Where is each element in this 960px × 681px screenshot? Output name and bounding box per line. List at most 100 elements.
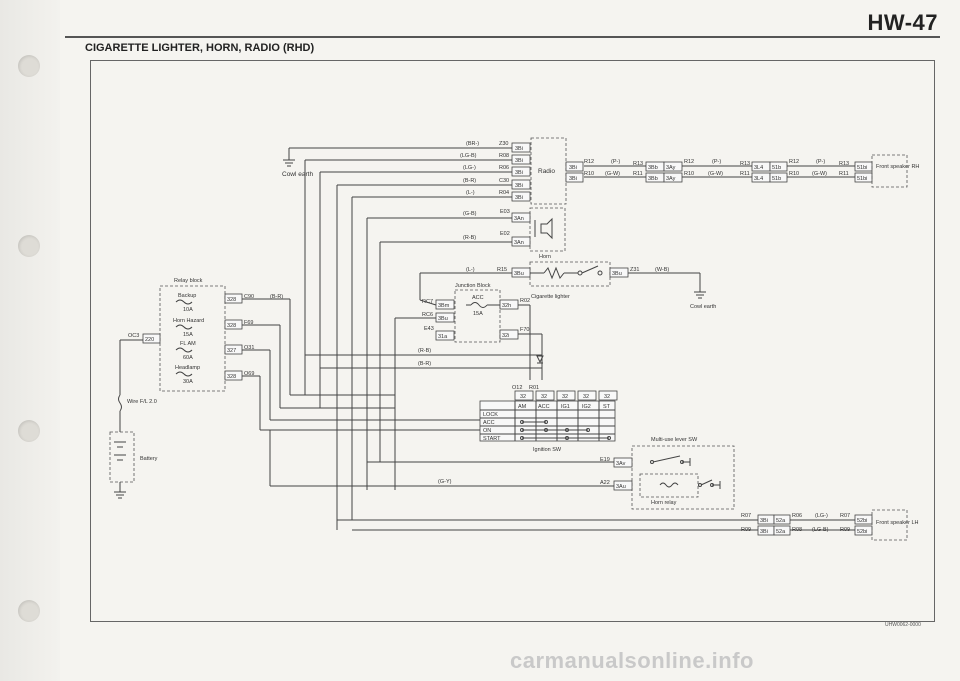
svg-text:R11: R11 bbox=[839, 171, 849, 177]
svg-text:R10: R10 bbox=[584, 171, 594, 177]
radio-feed-pin bbox=[511, 166, 531, 177]
page-title: CIGARETTE LIGHTER, HORN, RADIO (RHD) bbox=[85, 42, 315, 54]
lighter-color-in: (L-) bbox=[466, 267, 475, 273]
svg-text:51bi: 51bi bbox=[857, 176, 867, 182]
wire-color-br: (B-R) bbox=[418, 361, 431, 367]
ignition-term: R01 bbox=[529, 385, 539, 391]
horn-feed-pin bbox=[511, 236, 531, 247]
horn-outline bbox=[529, 207, 566, 252]
svg-text:R10: R10 bbox=[684, 171, 694, 177]
radio-feed-color: (B-R) bbox=[463, 178, 476, 184]
svg-text:10A: 10A bbox=[183, 307, 193, 313]
svg-text:R07: R07 bbox=[840, 513, 850, 519]
relay-input-term: OC3 bbox=[128, 333, 139, 339]
radio-feed-color: (LG-B) bbox=[460, 153, 477, 159]
junction-pin-term: E43 bbox=[424, 326, 434, 332]
radio-label: Radio bbox=[538, 168, 555, 175]
junction-pin-label: 3Bu bbox=[438, 316, 448, 322]
svg-text:ACC: ACC bbox=[538, 404, 550, 410]
radio-feed-pin bbox=[511, 179, 531, 190]
wire-color-rb: (R-B) bbox=[418, 348, 431, 354]
svg-text:(P-): (P-) bbox=[816, 159, 825, 165]
svg-text:(P-): (P-) bbox=[712, 159, 721, 165]
horn-feed-color: (G-B) bbox=[463, 211, 477, 217]
junction-pin-label: 3Bm bbox=[438, 303, 450, 309]
battery-symbol bbox=[114, 441, 126, 499]
junction-out-term: F70 bbox=[520, 327, 529, 333]
svg-text:ACC: ACC bbox=[483, 420, 495, 426]
speaker-rh-upper-row: 3Bi R12 (P-) R13 3Bb 3Ay R12 (P-) R13 3L… bbox=[565, 159, 873, 172]
binder-hole bbox=[18, 235, 40, 257]
speaker-lh-wires bbox=[337, 519, 855, 531]
svg-text:ST: ST bbox=[603, 404, 611, 410]
junction-block-label: Junction Block bbox=[455, 283, 491, 289]
header-rule bbox=[65, 36, 940, 38]
relay-fuse-backup: Backup 10A bbox=[175, 293, 196, 313]
lighter-pin-in bbox=[511, 267, 531, 278]
radio-feed-pin bbox=[511, 142, 531, 153]
svg-text:328: 328 bbox=[227, 323, 236, 329]
battery-outline bbox=[109, 431, 135, 483]
svg-text:R13: R13 bbox=[633, 161, 643, 167]
svg-text:3L4: 3L4 bbox=[754, 165, 763, 171]
horn-feed-pin-label: 3An bbox=[514, 216, 524, 222]
svg-text:3Bi: 3Bi bbox=[760, 529, 768, 535]
svg-text:3Bi: 3Bi bbox=[569, 165, 577, 171]
relay-input-pin-label: 220 bbox=[145, 337, 154, 343]
multi-use-term: A22 bbox=[600, 480, 610, 486]
svg-text:328: 328 bbox=[227, 374, 236, 380]
svg-text:R13: R13 bbox=[740, 161, 750, 167]
radio-feed-term: R04 bbox=[499, 190, 509, 196]
svg-text:Horn Hazard: Horn Hazard bbox=[173, 318, 204, 324]
binder-margin bbox=[0, 0, 60, 681]
svg-text:(G-W): (G-W) bbox=[605, 171, 620, 177]
radio-feed-term: C30 bbox=[499, 178, 509, 184]
junction-out-term: R02 bbox=[520, 298, 530, 304]
svg-text:R08: R08 bbox=[792, 527, 802, 533]
horn-symbol bbox=[534, 217, 553, 240]
junction-out-pin-label: 32i bbox=[502, 333, 509, 339]
svg-text:3Bi: 3Bi bbox=[569, 176, 577, 182]
relay-fuse-headlamp: Headlamp 30A bbox=[175, 365, 200, 385]
svg-text:LOCK: LOCK bbox=[483, 412, 498, 418]
svg-text:3Bi: 3Bi bbox=[760, 518, 768, 524]
svg-text:52a: 52a bbox=[776, 518, 786, 524]
fusible-link-wire bbox=[118, 340, 122, 432]
junction-fuse-rating: 15A bbox=[473, 311, 483, 317]
radio-feed-pin-label: 3Bi bbox=[515, 146, 523, 152]
multi-use-switch-symbols bbox=[650, 455, 721, 489]
ignition-sw-label: Ignition SW bbox=[533, 447, 562, 453]
ignition-table: AM ACC IG1 IG2 ST LOCK ACC ON START bbox=[479, 400, 616, 442]
svg-text:R12: R12 bbox=[789, 159, 799, 165]
multi-use-pin-label: 3Au bbox=[616, 484, 626, 490]
speaker-rh-wires bbox=[584, 165, 855, 178]
svg-text:52bi: 52bi bbox=[857, 529, 867, 535]
svg-text:R11: R11 bbox=[740, 171, 750, 177]
svg-text:3Ay: 3Ay bbox=[666, 176, 676, 182]
radio-feed-pin-label: 3Bi bbox=[515, 183, 523, 189]
radio-feed-pin-label: 3Bi bbox=[515, 170, 523, 176]
horn-feed-term: E03 bbox=[500, 209, 510, 215]
lighter-color-out: (W-B) bbox=[655, 267, 669, 273]
svg-text:51b: 51b bbox=[772, 165, 781, 171]
relay-block-label: Relay block bbox=[174, 278, 203, 284]
page-code: HW-47 bbox=[867, 10, 938, 35]
radio-feed-pin bbox=[511, 154, 531, 165]
cowl-earth-right-ground bbox=[694, 291, 706, 299]
radio-feed-color: (L-) bbox=[466, 190, 475, 196]
ignition-pins: 32 32 32 32 32 bbox=[514, 390, 618, 401]
svg-text:52bi: 52bi bbox=[857, 518, 867, 524]
wire-fl-label: Wire F/L 2.0 bbox=[127, 399, 157, 405]
radio-feed-pin-label: 3Bi bbox=[515, 195, 523, 201]
junction-wires bbox=[394, 299, 543, 490]
binder-hole bbox=[18, 55, 40, 77]
svg-text:Headlamp: Headlamp bbox=[175, 365, 200, 371]
svg-text:R06: R06 bbox=[792, 513, 802, 519]
svg-text:32: 32 bbox=[541, 394, 547, 400]
svg-text:52a: 52a bbox=[776, 529, 786, 535]
svg-text:3Bb: 3Bb bbox=[648, 165, 658, 171]
relay-fuse-fl-am: FL AM 60A bbox=[175, 341, 196, 361]
junction-pin-label: 31a bbox=[438, 334, 448, 340]
multi-use-term: E19 bbox=[600, 457, 610, 463]
